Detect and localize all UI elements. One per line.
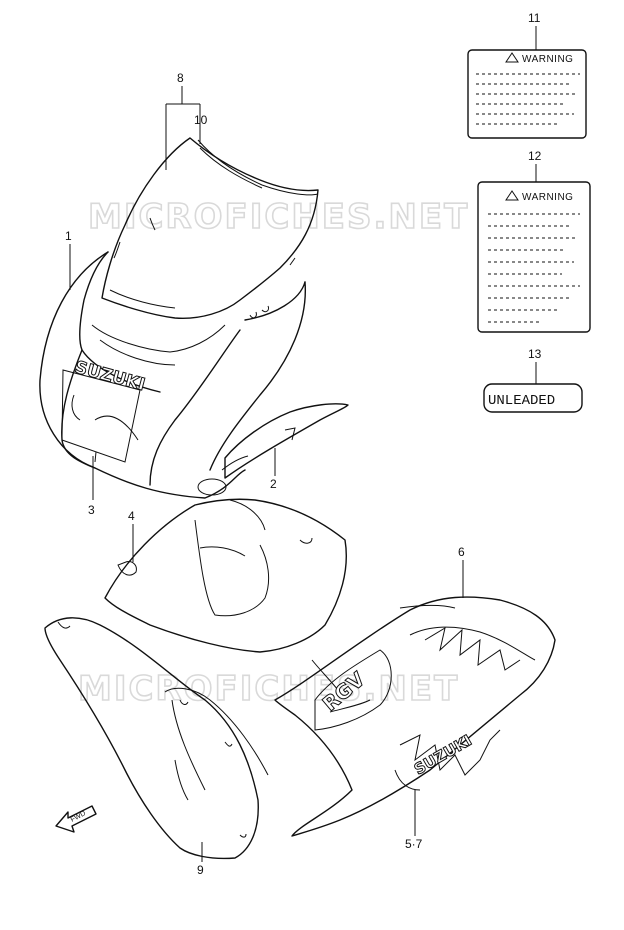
unleaded-label-text: UNLEADED [488, 393, 555, 409]
lower-left-panel [44, 617, 269, 860]
upper-cowling-logo: SUZUKI [73, 358, 147, 396]
watermark-middle: MICROFICHES.NET [78, 669, 459, 709]
warning-label-12: WARNING [477, 181, 591, 333]
unleaded-label-13: UNLEADED [483, 383, 583, 413]
side-fairing-logo: SUZUKI [411, 731, 475, 778]
warning-label-12-title: WARNING [522, 192, 573, 203]
inner-panel [104, 498, 347, 653]
callout-1: 1 [65, 229, 72, 243]
callout-10: 10 [194, 113, 208, 127]
callout-12: 12 [528, 149, 542, 163]
callout-13: 13 [528, 347, 542, 361]
watermark-top: MICROFICHES.NET [88, 197, 469, 237]
callout-9: 8 [177, 71, 184, 85]
upper-cowling: SUZUKI [39, 251, 307, 499]
callout-4: 4 [128, 509, 135, 523]
leader-lines [69, 26, 537, 862]
callout-3: 3 [88, 503, 95, 517]
trim-piece [224, 403, 349, 479]
callout-8: 9 [197, 863, 204, 877]
fwd-arrow: FWD [55, 805, 97, 833]
windscreen [101, 137, 319, 320]
callout-6: 6 [458, 545, 465, 559]
fwd-arrow-label: FWD [70, 810, 87, 824]
callout-11: 11 [528, 11, 541, 25]
warning-label-11-title: WARNING [522, 54, 573, 65]
callout-5-7: 5·7 [405, 837, 423, 851]
callout-2: 2 [270, 477, 277, 491]
warning-label-11: WARNING [467, 49, 587, 139]
